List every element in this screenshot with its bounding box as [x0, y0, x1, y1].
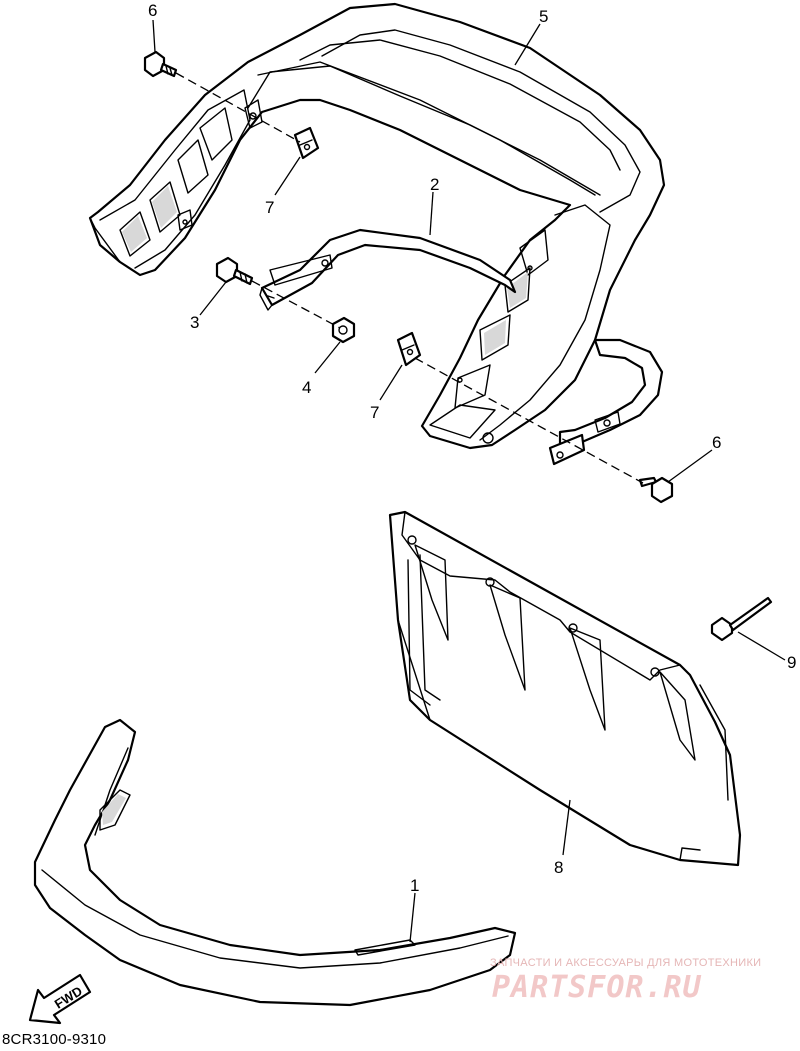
rivet-9-icon	[710, 596, 773, 642]
watermark-logo: PARTSFOR.RU	[492, 970, 702, 1005]
callout-7-top: 7	[265, 198, 274, 217]
bolt-3-icon	[215, 256, 254, 286]
bolt-6-right-icon	[638, 476, 674, 504]
fwd-arrow-icon: FWD	[28, 973, 92, 1025]
callout-4: 4	[302, 378, 311, 397]
watermark-subtitle: ЗАПЧАСТИ И АКСЕССУАРЫ ДЛЯ МОТОТЕХНИКИ	[490, 957, 762, 969]
callouts: 6 5 7 2 3 4 7 6 9 8 1	[148, 1, 796, 895]
clip-7-top-icon	[293, 126, 320, 160]
part-5-rear-carrier	[88, 2, 666, 450]
part-2-inner-frame	[259, 228, 664, 466]
callout-7-middle: 7	[370, 403, 379, 422]
callout-6-right: 6	[712, 433, 721, 452]
bolt-6-top-icon	[143, 50, 178, 78]
callout-8: 8	[554, 858, 563, 877]
assembly-lines	[175, 72, 644, 484]
leader-lines	[152, 19, 786, 943]
callout-6-top: 6	[148, 1, 157, 20]
callout-1: 1	[410, 876, 419, 895]
callout-2: 2	[430, 175, 439, 194]
clip-7-middle-icon	[396, 331, 422, 367]
callout-9: 9	[787, 653, 796, 672]
nut-4-icon	[331, 316, 356, 344]
diagram-code: 8CR3100-9310	[2, 1031, 107, 1048]
part-1-front-bumper	[33, 718, 517, 1007]
part-8-panel	[388, 510, 742, 867]
callout-5: 5	[539, 7, 548, 26]
callout-3: 3	[190, 313, 199, 332]
